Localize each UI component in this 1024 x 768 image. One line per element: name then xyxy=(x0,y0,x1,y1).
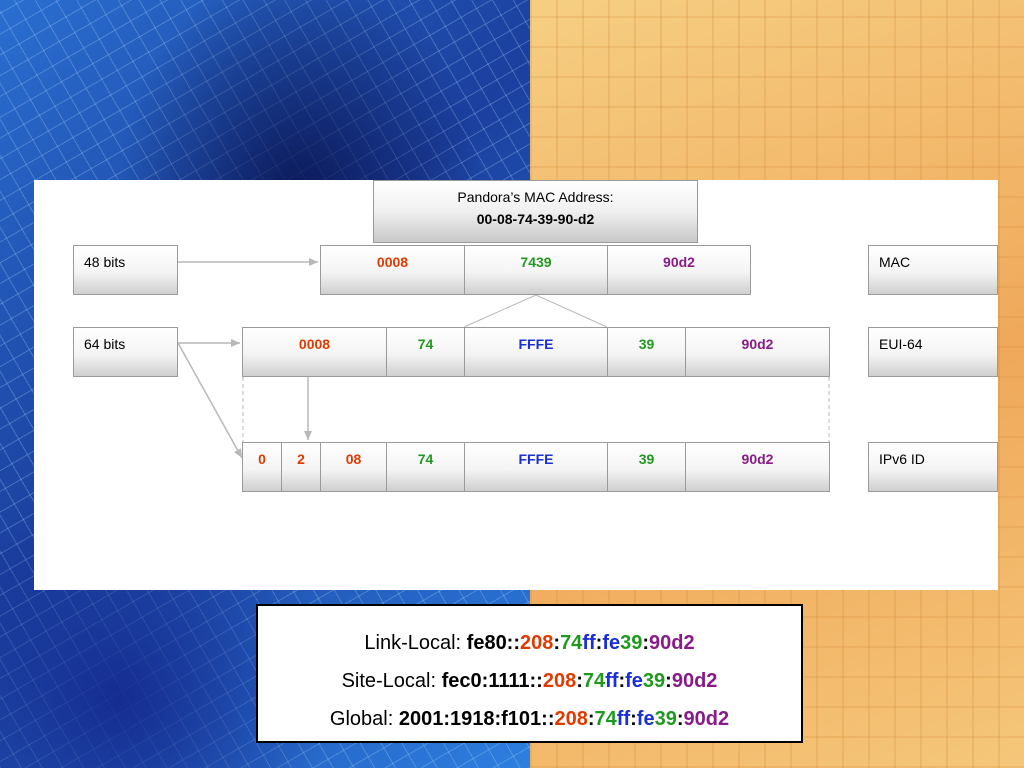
address-prefix: 2001:1918:f101:: xyxy=(398,708,555,730)
address-prefix: fe80:: xyxy=(466,632,521,654)
address-part: : xyxy=(676,708,684,730)
address-part: 74 xyxy=(582,670,606,692)
title-label: Pandora’s MAC Address: xyxy=(457,189,614,205)
address-label: Site-Local: xyxy=(341,670,442,692)
address-prefix: fec0:1111:: xyxy=(441,670,543,692)
address-part: ff xyxy=(616,708,631,730)
eui64-cell-3: FFFE xyxy=(465,328,608,376)
eui64-cell-4-text: 39 xyxy=(638,336,655,352)
link-local-address: Link-Local: fe80::208:74ff:fe39:90d2 xyxy=(258,624,801,662)
mac-cell-3: 90d2 xyxy=(608,246,750,294)
arrow-64bits-to-ipv6id xyxy=(177,342,243,459)
address-part: 74 xyxy=(560,632,583,654)
mac-cell-1-text: 0008 xyxy=(376,254,409,270)
address-part: : xyxy=(630,708,637,730)
address-part: : xyxy=(553,632,561,654)
global-address: Global: 2001:1918:f101::208:74ff:fe39:90… xyxy=(258,700,801,738)
eui64-row: 0008 74 FFFE 39 90d2 xyxy=(242,327,830,377)
address-part: 90d2 xyxy=(649,632,695,654)
mac-cell-3-text: 90d2 xyxy=(663,254,695,270)
mac-name-box: MAC xyxy=(868,245,998,295)
address-part: : xyxy=(642,632,650,654)
address-part: ff xyxy=(605,670,619,692)
bits-48-label-box: 48 bits xyxy=(73,245,178,295)
address-part: 39 xyxy=(620,632,643,654)
ipv6id-cell-2: 2 xyxy=(282,443,321,491)
bits-64-label: 64 bits xyxy=(84,336,126,352)
ipv6id-cell-6: 39 xyxy=(608,443,686,491)
bits-64-label-box: 64 bits xyxy=(73,327,178,377)
eui64-cell-1: 0008 xyxy=(243,328,387,376)
address-part: fe xyxy=(602,632,621,654)
ipv6-addresses-box: Link-Local: fe80::208:74ff:fe39:90d2 Sit… xyxy=(256,604,803,743)
eui64-name-box: EUI-64 xyxy=(868,327,998,377)
address-part: 90d2 xyxy=(683,708,730,730)
ipv6id-cell-3: 08 xyxy=(321,443,387,491)
address-part: ff xyxy=(582,632,596,654)
ipv6id-cell-5-text: FFFE xyxy=(518,451,554,467)
address-part: 39 xyxy=(642,670,666,692)
mac-cell-2: 7439 xyxy=(465,246,608,294)
address-part: fe xyxy=(636,708,655,730)
address-part: 90d2 xyxy=(671,670,718,692)
ipv6id-cell-2-text: 2 xyxy=(297,451,305,467)
ipv6id-name-label: IPv6 ID xyxy=(879,451,925,467)
ipv6id-row: 0 2 08 74 FFFE 39 90d2 xyxy=(242,442,830,492)
address-part: : xyxy=(665,670,672,692)
address-part: : xyxy=(618,670,626,692)
address-part: : xyxy=(576,670,583,692)
eui64-cell-4: 39 xyxy=(608,328,686,376)
mac-address-value: 00-08-74-39-90-d2 xyxy=(476,211,595,227)
mac-row: 0008 7439 90d2 xyxy=(320,245,751,295)
eui64-cell-1-text: 0008 xyxy=(298,336,331,352)
eui64-cell-2-text: 74 xyxy=(417,336,434,352)
mac-address-title-box: Pandora’s MAC Address: 00-08-74-39-90-d2 xyxy=(373,180,698,243)
address-part: 208 xyxy=(554,708,588,730)
mac-cell-1: 0008 xyxy=(321,246,465,294)
eui64-cell-5: 90d2 xyxy=(686,328,829,376)
ipv6id-cell-7: 90d2 xyxy=(686,443,829,491)
address-part: 39 xyxy=(654,708,677,730)
address-part: 208 xyxy=(520,632,554,654)
site-local-address: Site-Local: fec0:1111::208:74ff:fe39:90d… xyxy=(258,662,801,700)
ipv6id-cell-1-text: 0 xyxy=(258,451,266,467)
ipv6id-cell-4: 74 xyxy=(387,443,465,491)
ipv6id-cell-5: FFFE xyxy=(465,443,608,491)
eui64-name-label: EUI-64 xyxy=(879,336,923,352)
ipv6id-name-box: IPv6 ID xyxy=(868,442,998,492)
address-label: Link-Local: xyxy=(364,632,467,654)
ipv6id-cell-4-text: 74 xyxy=(417,451,434,467)
mac-name-label: MAC xyxy=(879,254,911,270)
address-part: 208 xyxy=(542,670,577,692)
eui64-cell-5-text: 90d2 xyxy=(741,336,774,352)
bits-48-label: 48 bits xyxy=(84,254,126,270)
ipv6id-cell-6-text: 39 xyxy=(638,451,655,467)
mac-cell-2-text: 7439 xyxy=(520,254,552,270)
address-part: fe xyxy=(625,670,643,692)
address-part: 74 xyxy=(594,708,617,730)
eui64-cell-3-text: FFFE xyxy=(518,336,554,352)
ipv6id-cell-7-text: 90d2 xyxy=(741,451,774,467)
address-label: Global: xyxy=(329,708,399,730)
fffe-insert-lines xyxy=(463,294,608,328)
address-part: : xyxy=(595,632,603,654)
eui64-cell-2: 74 xyxy=(387,328,465,376)
ipv6id-cell-1: 0 xyxy=(243,443,282,491)
ipv6id-cell-3-text: 08 xyxy=(345,451,362,467)
address-part: : xyxy=(587,708,595,730)
